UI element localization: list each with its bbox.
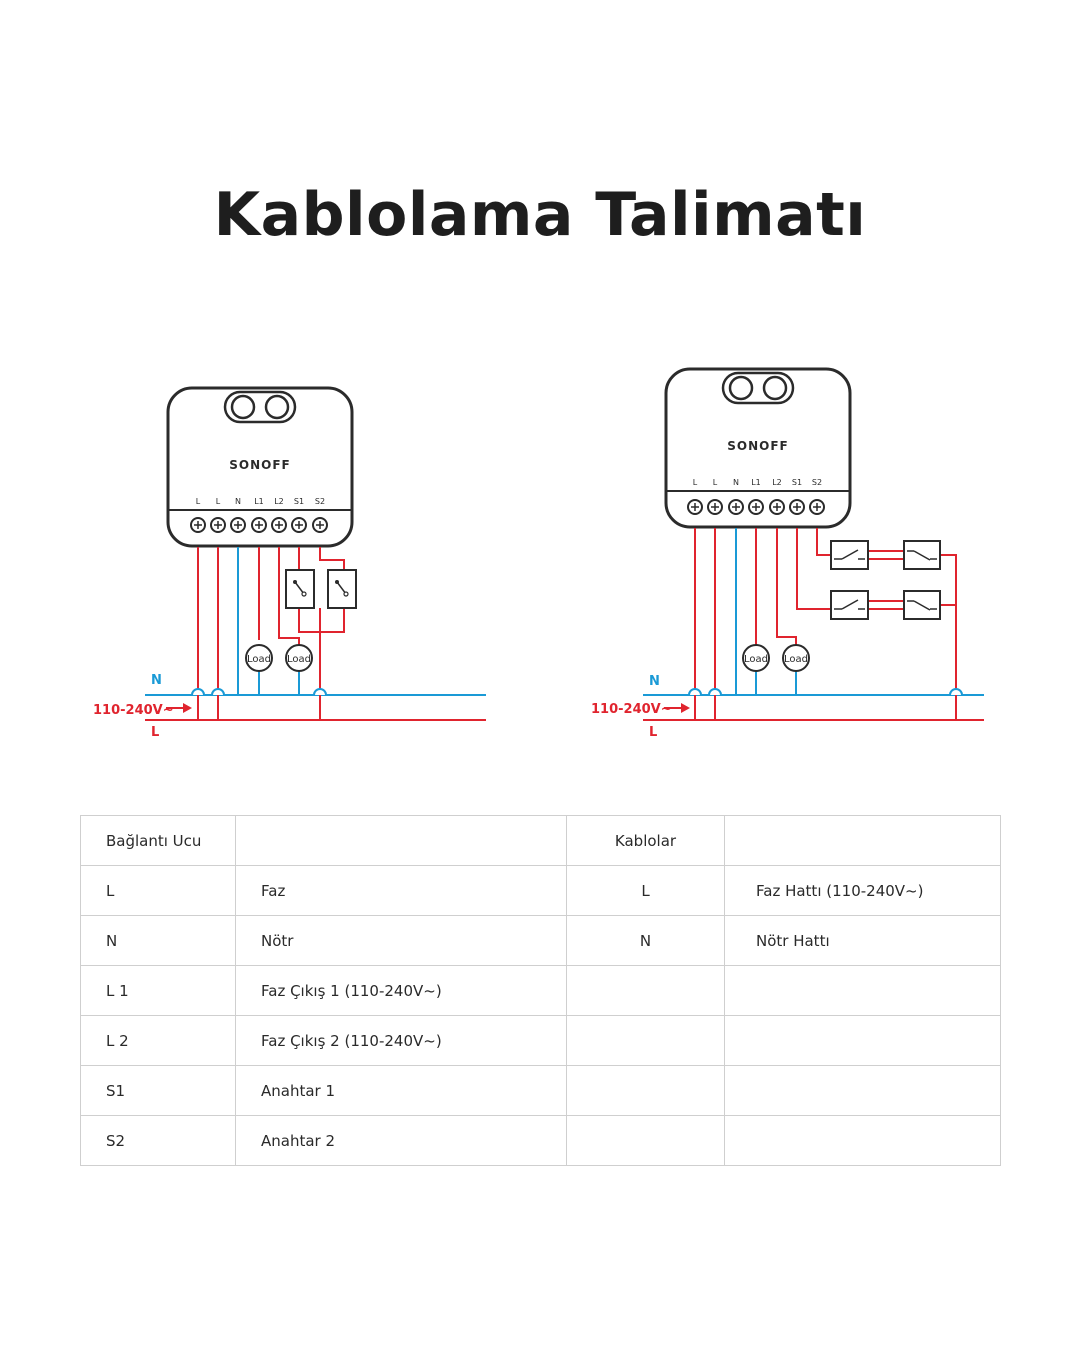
arrow-right-icon <box>166 703 192 713</box>
line-label: L <box>649 725 657 740</box>
load-lamp: Load <box>285 644 313 672</box>
terminal-label: L <box>713 478 718 487</box>
table-cell <box>566 1065 725 1116</box>
table-cell: N <box>566 915 725 966</box>
terminal-table: Bağlantı Ucu Kablolar L Faz L Faz Hattı … <box>80 815 1001 1166</box>
page-title: Kablolama Talimatı <box>213 180 867 250</box>
two-way-switch <box>830 590 869 620</box>
table-row: L Faz L Faz Hattı (110-240V~) <box>80 865 1001 916</box>
table-header-cell <box>724 815 1001 866</box>
sonoff-device: SONOFF L L N L1 L2 S1 S2 <box>166 386 354 548</box>
table-cell: Nötr <box>235 915 567 966</box>
two-way-switch <box>830 540 869 570</box>
svg-text:Load: Load <box>744 654 768 665</box>
neutral-label: N <box>151 673 162 688</box>
table-cell: Anahtar 1 <box>235 1065 567 1116</box>
brand-logo: SONOFF <box>229 458 290 472</box>
table-cell: N <box>80 915 236 966</box>
wiring-diagram-single-switch: SONOFF L L N L1 L2 S1 S2 <box>93 386 486 740</box>
terminal-label: L <box>196 497 201 506</box>
wire-crossovers <box>688 688 963 696</box>
table-row: L 2 Faz Çıkış 2 (110-240V~) <box>80 1015 1001 1066</box>
wall-switch <box>327 569 357 609</box>
terminal-label: L <box>216 497 221 506</box>
sonoff-device: SONOFF L L N L1 L2 S1 S2 <box>664 367 852 529</box>
terminal-label: S1 <box>792 478 802 487</box>
neutral-label: N <box>649 674 660 689</box>
brand-logo: SONOFF <box>727 439 788 453</box>
svg-text:Load: Load <box>247 654 271 665</box>
line-label: L <box>151 725 159 740</box>
load-lamp: Load <box>245 644 273 672</box>
terminal-label: L1 <box>751 478 761 487</box>
table-cell: L 2 <box>80 1015 236 1066</box>
voltage-label: 110-240V~ <box>93 703 174 718</box>
table-cell: Faz <box>235 865 567 916</box>
terminal-label: N <box>733 478 739 487</box>
table-cell: Faz Çıkış 2 (110-240V~) <box>235 1015 567 1066</box>
wiring-diagram-two-way-switch: SONOFF L L N L1 L2 S1 S2 <box>591 367 984 740</box>
terminal-labels: L L N L1 L2 S1 S2 <box>196 497 325 506</box>
table-header-cell: Bağlantı Ucu <box>80 815 236 866</box>
table-cell: S2 <box>80 1115 236 1166</box>
table-cell <box>566 965 725 1016</box>
terminal-label: S2 <box>812 478 822 487</box>
terminal-label: S1 <box>294 497 304 506</box>
table-cell: Faz Hattı (110-240V~) <box>724 865 1001 916</box>
svg-text:Load: Load <box>287 654 311 665</box>
table-header-cell: Kablolar <box>566 815 725 866</box>
terminal-label: L <box>693 478 698 487</box>
table-cell: L 1 <box>80 965 236 1016</box>
table-cell: S1 <box>80 1065 236 1116</box>
wires <box>694 528 957 720</box>
table-cell: Faz Çıkış 1 (110-240V~) <box>235 965 567 1016</box>
table-cell <box>566 1115 725 1166</box>
table-row: S1 Anahtar 1 <box>80 1065 1001 1116</box>
table-cell <box>724 965 1001 1016</box>
table-cell: Nötr Hattı <box>724 915 1001 966</box>
svg-text:Load: Load <box>784 654 808 665</box>
table-cell: L <box>566 865 725 916</box>
terminal-label: S2 <box>315 497 325 506</box>
terminal-label: N <box>235 497 241 506</box>
terminal-labels: L L N L1 L2 S1 S2 <box>693 478 822 487</box>
terminal-label: L2 <box>772 478 782 487</box>
two-way-switch <box>903 540 941 570</box>
load-lamp: Load <box>742 644 770 672</box>
terminal-label: L2 <box>274 497 284 506</box>
table-cell <box>724 1065 1001 1116</box>
table-row: N Nötr N Nötr Hattı <box>80 915 1001 966</box>
table-cell: L <box>80 865 236 916</box>
table-cell: Anahtar 2 <box>235 1115 567 1166</box>
table-cell <box>724 1115 1001 1166</box>
voltage-label: 110-240V~ <box>591 702 672 717</box>
two-way-switch <box>903 590 941 620</box>
table-cell <box>566 1015 725 1066</box>
wire-crossovers <box>191 688 327 696</box>
table-cell <box>724 1015 1001 1066</box>
table-header-cell <box>235 815 567 866</box>
wall-switch <box>285 569 315 609</box>
load-lamp: Load <box>782 644 810 672</box>
table-header-row: Bağlantı Ucu Kablolar <box>80 815 1001 866</box>
table-row: L 1 Faz Çıkış 1 (110-240V~) <box>80 965 1001 1016</box>
arrow-right-icon <box>664 703 690 713</box>
terminal-label: L1 <box>254 497 264 506</box>
table-row: S2 Anahtar 2 <box>80 1115 1001 1166</box>
